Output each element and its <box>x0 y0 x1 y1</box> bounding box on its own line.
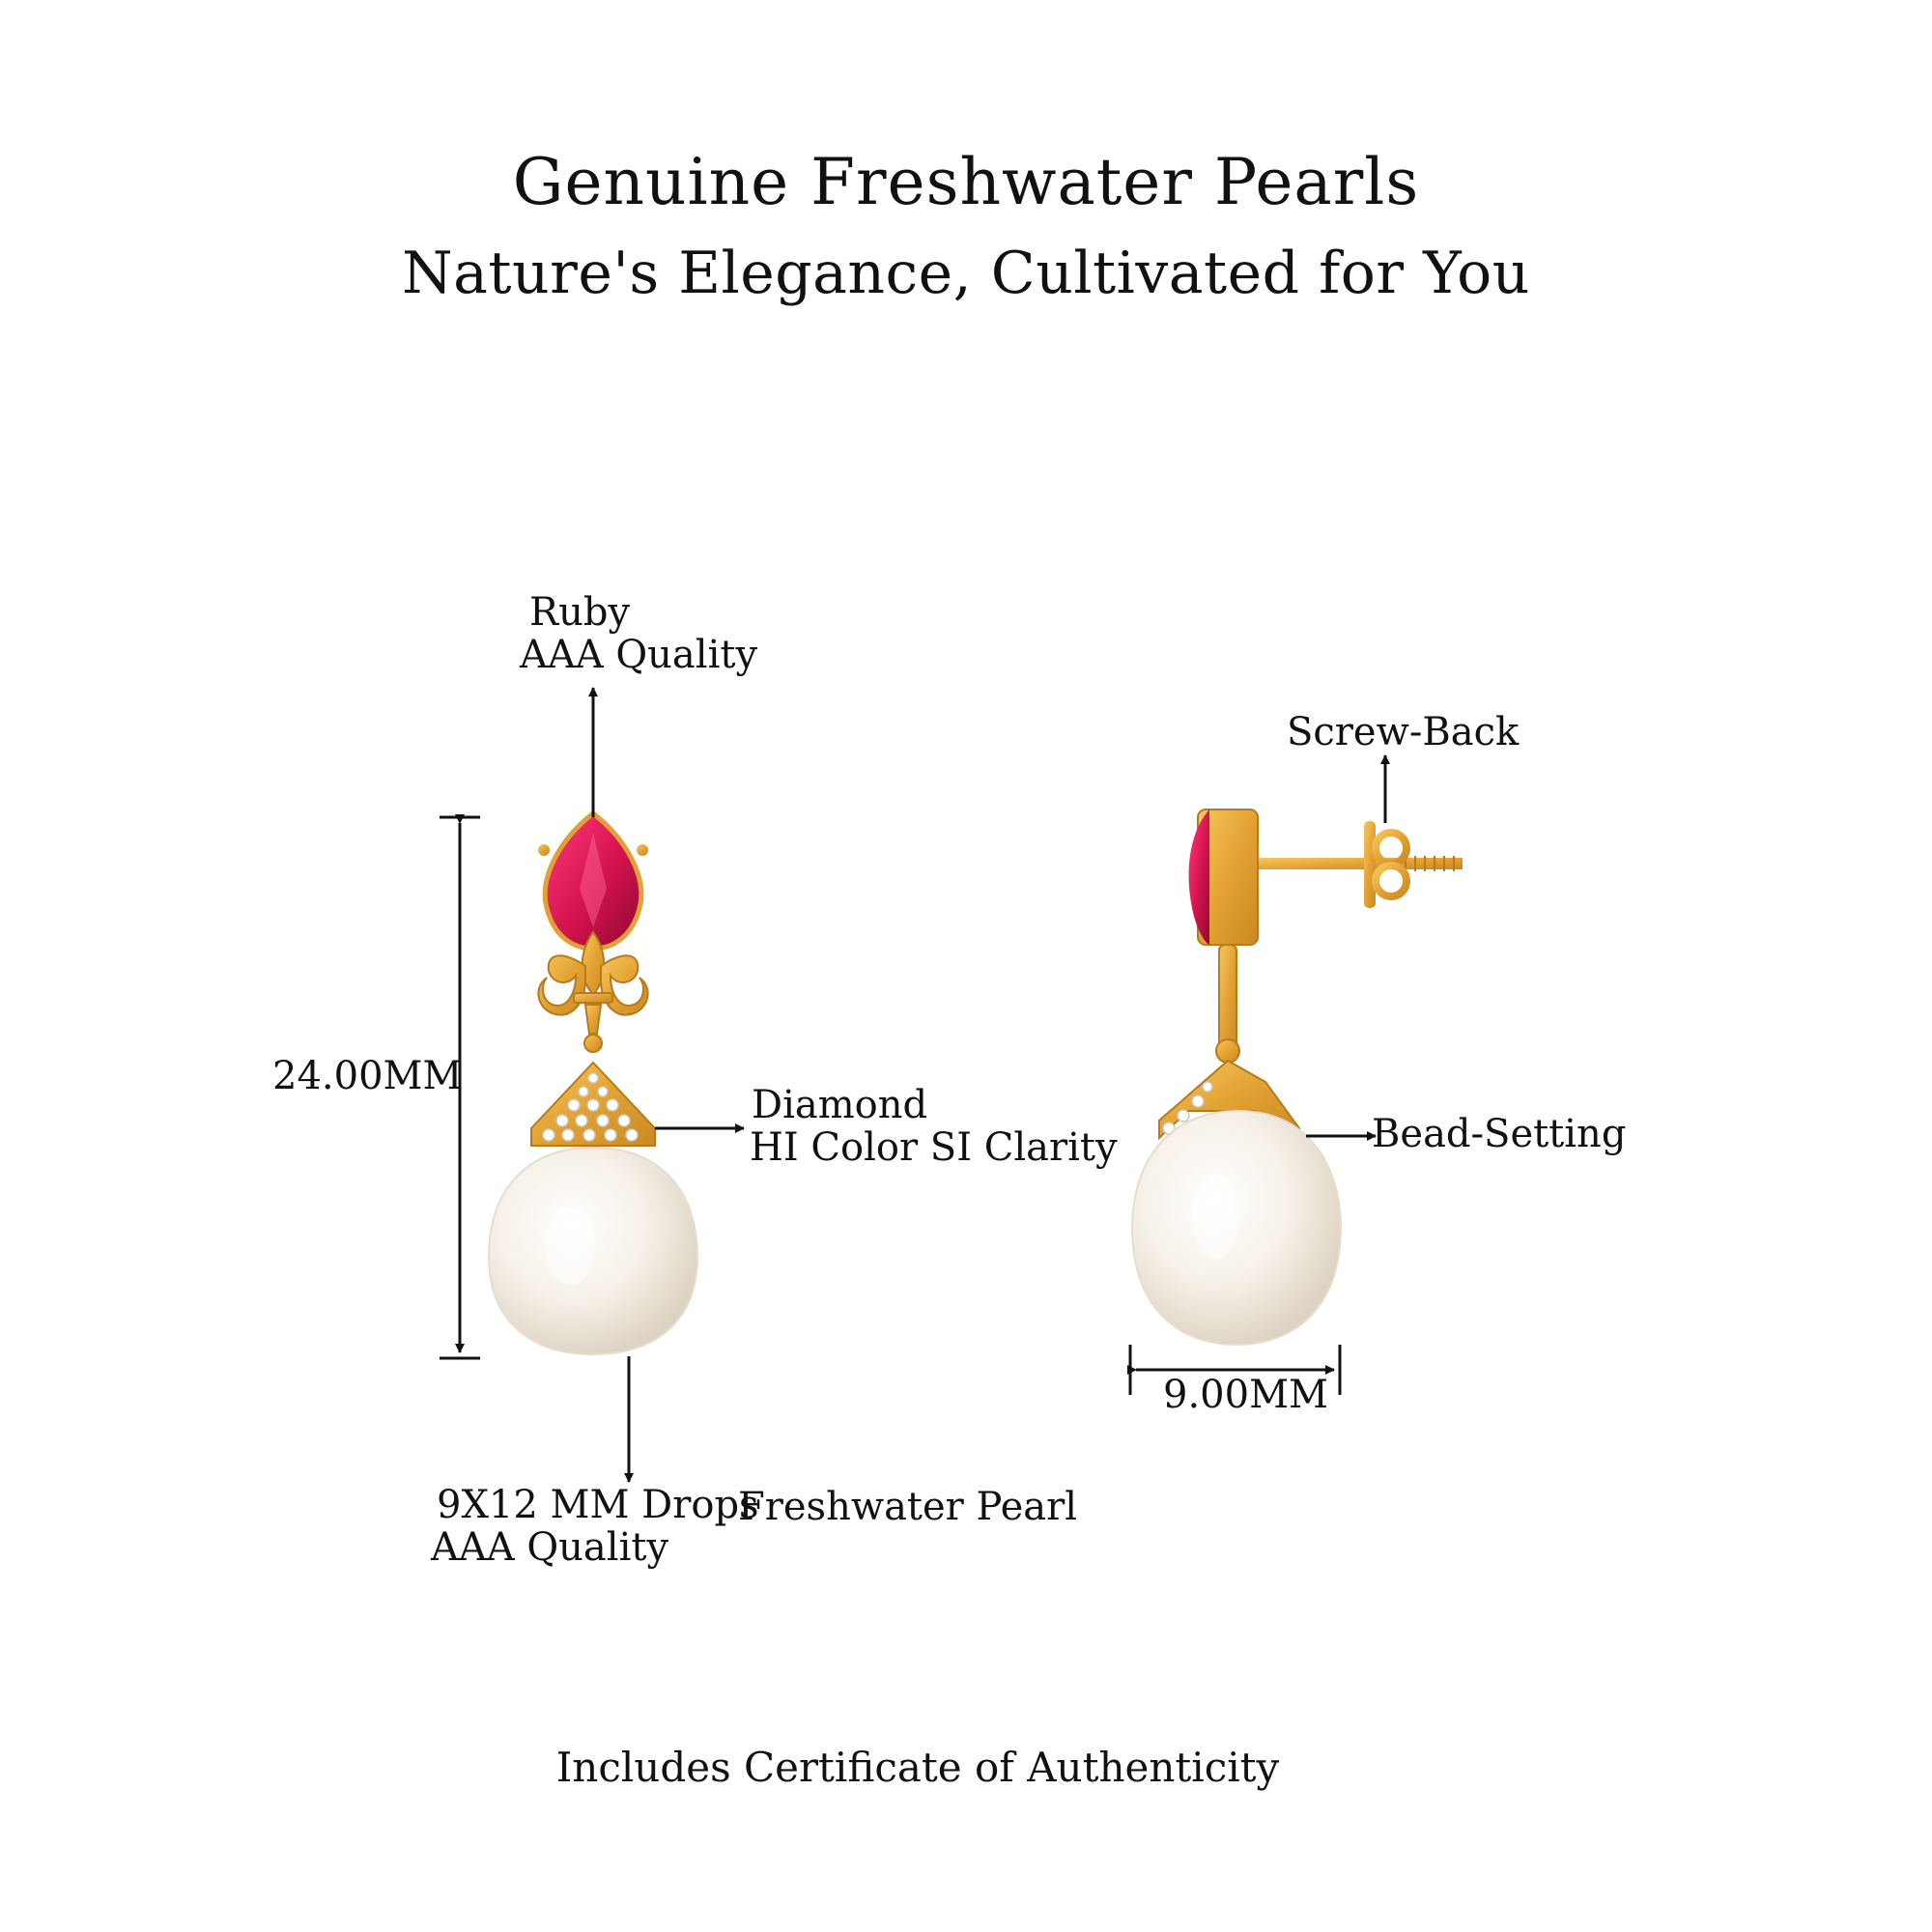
pave-diamonds <box>542 1072 639 1142</box>
length-dimension-label: 24.00MM <box>272 1054 463 1098</box>
fleur-de-lis <box>537 930 649 1053</box>
pearl-size-label: 9X12 MM Drops <box>437 1483 759 1527</box>
pearl-type-label: Freshwater Pearl <box>738 1485 1078 1529</box>
width-dimension-label: 9.00MM <box>1163 1373 1328 1417</box>
prong <box>637 844 648 856</box>
bead-setting-label: Bead-Setting <box>1372 1112 1627 1156</box>
screw-back <box>1364 821 1376 908</box>
ruby-quality-label: AAA Quality <box>520 633 758 677</box>
diamond-label: Diamond <box>752 1083 928 1127</box>
post <box>1256 858 1463 869</box>
screw-back-label: Screw-Back <box>1287 710 1520 754</box>
ruby-stone-side <box>1188 810 1209 945</box>
side-earring <box>1130 809 1463 1347</box>
page-subtitle: Nature's Elegance, Cultivated for You <box>402 240 1530 307</box>
dimension-lines <box>440 687 1390 1483</box>
pearl-quality-label: AAA Quality <box>431 1525 669 1570</box>
front-earring <box>487 810 699 1356</box>
certificate-note: Includes Certificate of Authenticity <box>555 1744 1280 1791</box>
diamond-quality-label: HI Color SI Clarity <box>750 1125 1118 1170</box>
screw-thread <box>1405 856 1455 871</box>
ruby-label: Ruby <box>529 590 631 635</box>
page-title: Genuine Freshwater Pearls <box>512 145 1420 219</box>
prong <box>538 844 550 856</box>
